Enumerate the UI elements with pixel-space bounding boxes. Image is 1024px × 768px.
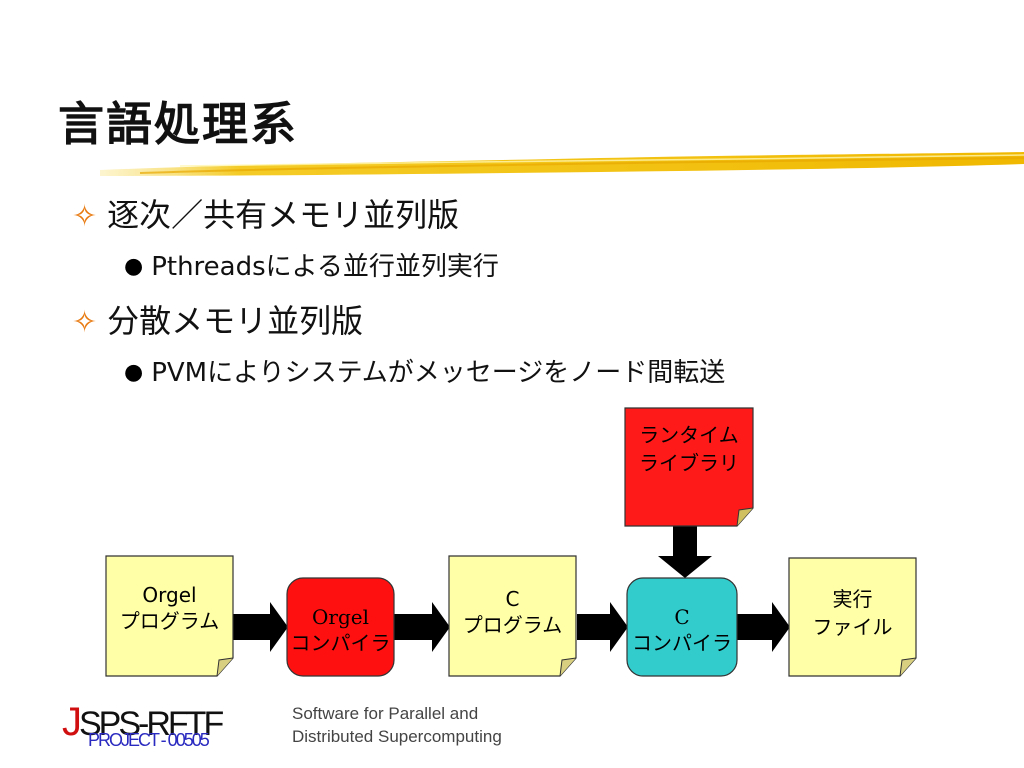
logo-j-letter: J — [62, 700, 82, 744]
jsps-rftf-logo: JSPS-RFTF PROJECT - 00505 — [62, 700, 262, 760]
orgel-program-label: Orgel プログラム — [106, 582, 233, 642]
c-compiler-line1: C — [674, 605, 690, 629]
logo-main-letters: SPS-RFTF — [79, 705, 224, 743]
disc-bullet-icon: ● — [124, 360, 144, 385]
bullet-text: PVMによりシステムがメッセージをノード間転送 — [151, 358, 726, 388]
footer-caption-line2: Distributed Supercomputing — [292, 727, 502, 746]
arrow-orgel-compiler-to-c-program — [394, 602, 450, 652]
orgel-compiler-box — [286, 577, 395, 677]
footer-caption: Software for Parallel and Distributed Su… — [292, 702, 502, 748]
arrow-runtime-to-c-compiler — [658, 525, 712, 578]
arrow-orgel-program-to-compiler — [232, 602, 288, 652]
bullet-text: 逐次／共有メモリ並列版 — [107, 196, 460, 234]
orgel-compiler-line2: コンパイラ — [290, 631, 391, 655]
executable-file-line2: ファイル — [812, 615, 893, 639]
disc-bullet-icon: ● — [124, 254, 144, 279]
title-underline-stroke — [100, 152, 1024, 176]
orgel-program-line1: Orgel — [142, 583, 197, 607]
arrow-c-compiler-to-executable — [737, 602, 790, 652]
runtime-library-line1: ランタイム — [639, 423, 739, 447]
bullet-text: Pthreadsによる並行並列実行 — [151, 252, 499, 282]
orgel-compiler-label: Orgel コンパイラ — [287, 604, 394, 664]
runtime-library-label: ランタイム ライブラリ — [625, 422, 753, 482]
diamond-bullet-icon: ✧ — [72, 305, 98, 340]
c-program-line2: プログラム — [462, 613, 563, 637]
slide-title: 言語処理系 — [58, 97, 298, 151]
executable-file-line1: 実行 — [832, 587, 873, 611]
logo-project-code: PROJECT - 00505 — [88, 730, 210, 750]
orgel-program-line2: プログラム — [119, 609, 220, 633]
c-program-label: C プログラム — [449, 586, 576, 646]
footer-caption-line1: Software for Parallel and — [292, 704, 479, 723]
logo-main-text: JSPS-RFTF — [62, 700, 224, 745]
bullet-distributed-memory: ✧ 分散メモリ並列版 — [72, 296, 363, 342]
diamond-bullet-icon: ✧ — [72, 199, 98, 234]
c-compiler-box — [626, 577, 738, 677]
arrow-c-program-to-c-compiler — [577, 602, 628, 652]
bullet-pthreads: ● Pthreadsによる並行並列実行 — [124, 246, 499, 283]
bullet-sequential-shared-memory: ✧ 逐次／共有メモリ並列版 — [72, 190, 459, 236]
bullet-text: 分散メモリ並列版 — [107, 302, 364, 340]
runtime-library-line2: ライブラリ — [639, 451, 739, 475]
c-compiler-label: C コンパイラ — [627, 604, 737, 664]
orgel-compiler-line1: Orgel — [312, 605, 369, 629]
c-program-line1: C — [505, 587, 520, 611]
executable-file-label: 実行 ファイル — [789, 586, 916, 646]
bullet-pvm: ● PVMによりシステムがメッセージをノード間転送 — [124, 352, 725, 389]
c-compiler-line2: コンパイラ — [632, 631, 732, 655]
